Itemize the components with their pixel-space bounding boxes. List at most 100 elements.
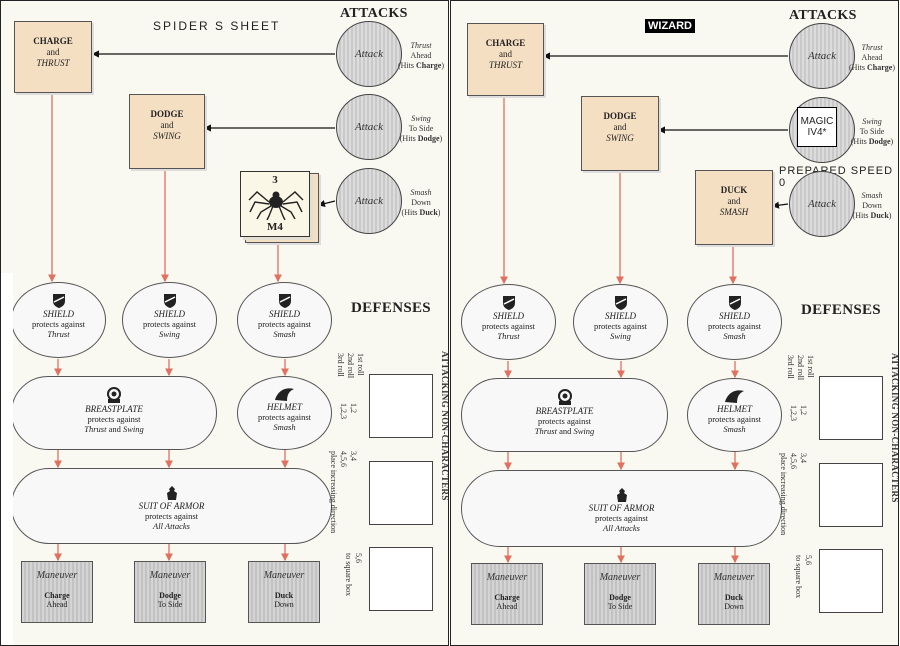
- maneuver-name: Charge: [44, 591, 70, 600]
- shield-smash-oval[interactable]: SHIELD protects against Smash: [687, 284, 782, 360]
- roll-box-2[interactable]: [819, 463, 883, 527]
- maneuver-direction: Ahead: [46, 600, 68, 609]
- defense-name: SHIELD: [605, 311, 636, 321]
- breastplate-oval[interactable]: BREASTPLATE protects against Thrust and …: [461, 378, 668, 452]
- shield-icon: [163, 294, 176, 308]
- suit-of-armor-oval[interactable]: SUIT OF ARMOR protects against All Attac…: [11, 468, 332, 544]
- attack-desc-swing: Swing To Side (Hits Dodge): [844, 117, 898, 147]
- tactic-name: DUCK: [720, 185, 748, 195]
- maneuver-charge-ahead[interactable]: Maneuver Charge Ahead: [471, 563, 543, 625]
- defense-attack: Swing: [610, 331, 631, 341]
- defense-text: protects against: [707, 414, 762, 424]
- roll-values-1: 1,2 1,2,3: [789, 405, 808, 421]
- attack-type: Smash: [410, 188, 432, 197]
- tactic-box-charge[interactable]: CHARGE and THRUST: [467, 23, 544, 96]
- defense-text: protects against: [257, 412, 312, 422]
- attack-desc-thrust: Thrust Ahead (Hits Charge): [393, 41, 448, 71]
- shield-thrust-oval[interactable]: SHIELD protects against Thrust: [11, 282, 106, 358]
- breastplate-icon: [107, 387, 121, 403]
- defense-name: SHIELD: [154, 309, 185, 319]
- tactic-box-duck[interactable]: DUCK and SMASH: [695, 170, 773, 245]
- attack-circle-smash[interactable]: Attack: [336, 168, 402, 234]
- maneuver-duck-down[interactable]: Maneuver Duck Down: [698, 563, 770, 625]
- maneuver-label: Maneuver: [263, 570, 305, 581]
- spider-icon: [248, 191, 304, 220]
- attack-desc-smash: Smash Down (Hits Duck): [393, 188, 448, 218]
- defense-attack: Thrust and Swing: [534, 426, 595, 436]
- defense-name: HELMET: [716, 404, 752, 414]
- roll-box-3[interactable]: [819, 549, 883, 613]
- shield-swing-oval[interactable]: SHIELD protects against Swing: [573, 284, 668, 360]
- tactic-box-dodge[interactable]: DODGE and SWING: [129, 94, 205, 169]
- counter-bottom-value: M4: [267, 221, 283, 233]
- defense-text: protects against: [142, 319, 197, 329]
- maneuver-name: Duck: [274, 591, 294, 600]
- spider-sheet: SPIDER S SHEET ATTACKS CHARGE and THRUST…: [0, 0, 449, 646]
- attack-circle-thrust[interactable]: Attack: [789, 23, 855, 89]
- tactic-and: and: [727, 196, 741, 206]
- defense-name: SHIELD: [43, 309, 74, 319]
- attack-circle-thrust[interactable]: Attack: [336, 21, 402, 87]
- helmet-oval[interactable]: HELMET protects against Smash: [687, 378, 782, 452]
- spider-counter[interactable]: 3 M4: [240, 171, 310, 237]
- roll-values-1: 1,2 1,2,3: [339, 403, 358, 419]
- roll-box-1[interactable]: [819, 376, 883, 440]
- attack-hits: (Hits Dodge): [850, 137, 894, 146]
- maneuver-dodge-to-side[interactable]: Maneuver Dodge To Side: [134, 561, 206, 623]
- roll-box-1[interactable]: [369, 374, 433, 438]
- defense-attack: All Attacks: [153, 521, 190, 531]
- attack-direction: Down: [411, 198, 431, 207]
- counter-top-value: 3: [272, 174, 278, 186]
- attack-label: Attack: [354, 48, 384, 60]
- maneuver-duck-down[interactable]: Maneuver Duck Down: [248, 561, 320, 623]
- roll-values-2: 3,4 4,5,6 place increasing direction: [329, 451, 358, 534]
- magic-counter[interactable]: MAGIC IV4*: [797, 107, 837, 147]
- maneuver-label: Maneuver: [149, 570, 191, 581]
- maneuver-direction: Down: [274, 600, 294, 609]
- defense-text: protects against: [257, 319, 312, 329]
- tactic-attack: SMASH: [719, 207, 749, 217]
- defense-name: BREASTPLATE: [85, 404, 143, 414]
- tactic-box-charge[interactable]: CHARGE and THRUST: [14, 21, 92, 93]
- maneuver-label: Maneuver: [36, 570, 78, 581]
- shield-swing-oval[interactable]: SHIELD protects against Swing: [122, 282, 217, 358]
- shield-thrust-oval[interactable]: SHIELD protects against Thrust: [461, 284, 556, 360]
- defense-text: protects against: [537, 416, 592, 426]
- attack-circle-smash[interactable]: Attack: [789, 171, 855, 237]
- tactic-name: CHARGE: [33, 36, 73, 46]
- maneuver-charge-ahead[interactable]: Maneuver Charge Ahead: [21, 561, 93, 623]
- attack-label: Attack: [807, 50, 837, 62]
- tactic-name: DODGE: [150, 109, 184, 119]
- tactic-and: and: [46, 47, 60, 57]
- defense-name: SHIELD: [493, 311, 524, 321]
- tactic-box-dodge[interactable]: DODGE and SWING: [581, 96, 659, 171]
- attack-direction: Ahead: [861, 53, 883, 62]
- defense-attack: Thrust and Swing: [84, 424, 144, 434]
- defense-attack: Thrust: [497, 331, 520, 341]
- maneuver-direction: To Side: [607, 602, 633, 611]
- shield-icon: [278, 294, 291, 308]
- attack-circle-swing[interactable]: Attack: [336, 94, 402, 160]
- attack-direction: To Side: [859, 127, 885, 136]
- shield-icon: [502, 296, 515, 310]
- roll-box-2[interactable]: [369, 461, 433, 525]
- shield-icon: [614, 296, 627, 310]
- attack-hits: (Hits Duck): [852, 211, 892, 220]
- attacks-heading: ATTACKS: [789, 8, 857, 23]
- attack-label: Attack: [807, 198, 837, 210]
- maneuver-dodge-to-side[interactable]: Maneuver Dodge To Side: [584, 563, 656, 625]
- tactic-and: and: [160, 120, 174, 130]
- attack-label: Attack: [354, 121, 384, 133]
- defense-name: BREASTPLATE: [535, 406, 594, 416]
- shield-smash-oval[interactable]: SHIELD protects against Smash: [237, 282, 332, 358]
- attack-type: Thrust: [861, 43, 883, 52]
- defense-attack: Smash: [273, 329, 296, 339]
- defense-name: HELMET: [266, 402, 302, 412]
- defense-text: protects against: [31, 319, 86, 329]
- breastplate-oval[interactable]: BREASTPLATE protects against Thrust and …: [11, 376, 217, 450]
- side-title: ATTACKING NON-CHARACTERS: [440, 351, 449, 501]
- suit-of-armor-oval[interactable]: SUIT OF ARMOR protects against All Attac…: [461, 470, 782, 547]
- roll-box-3[interactable]: [369, 547, 433, 611]
- defense-text: protects against: [707, 321, 762, 331]
- helmet-oval[interactable]: HELMET protects against Smash: [237, 376, 332, 450]
